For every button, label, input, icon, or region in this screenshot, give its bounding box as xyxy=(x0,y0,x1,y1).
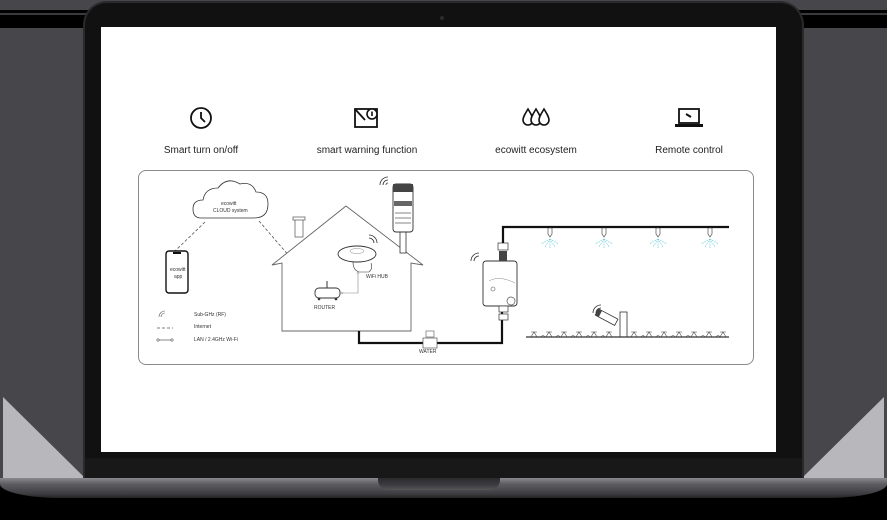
phone-label-1: ecowitt xyxy=(170,267,186,273)
diagram-graphics xyxy=(156,176,729,349)
feature-label: ecowitt ecosystem xyxy=(495,145,577,156)
laptop-bezel: Smart turn on/off smart warning function… xyxy=(85,3,802,481)
laptop-chin xyxy=(85,458,802,481)
laptop-screen: Smart turn on/off smart warning function… xyxy=(101,27,776,452)
feature-label: smart warning function xyxy=(316,145,418,156)
laptop-notch xyxy=(378,478,500,490)
clock-icon xyxy=(121,105,281,131)
feature-smart-turn: Smart turn on/off xyxy=(121,105,281,156)
feature-smart-warning: smart warning function xyxy=(287,105,447,156)
feature-remote-control: Remote control xyxy=(609,105,769,156)
spray-nozzles xyxy=(540,227,720,248)
feature-label: Remote control xyxy=(655,145,723,156)
feature-label: Smart turn on/off xyxy=(163,145,239,156)
legend-rf: Sub-GHz (RF) xyxy=(194,312,226,318)
water-drops-icon xyxy=(456,105,616,131)
feature-row: Smart turn on/off smart warning function… xyxy=(101,105,776,165)
warning-envelope-icon xyxy=(287,105,447,131)
water-label: WATER xyxy=(419,349,437,355)
feature-ecosystem: ecowitt ecosystem xyxy=(456,105,616,156)
router-label: ROUTER xyxy=(314,305,336,311)
irrigation-diagram: ecowitt CLOUD system ecowitt app ROUTER … xyxy=(138,170,754,365)
legend-lan: LAN / 2.4GHz Wi-Fi xyxy=(194,337,238,343)
base-shadow xyxy=(0,498,887,520)
legend-internet: Internet xyxy=(194,324,211,330)
cloud-label-2: CLOUD system xyxy=(213,208,248,214)
cloud-label-1: ecowitt xyxy=(221,201,237,207)
laptop-icon xyxy=(609,105,769,131)
phone-label-2: app xyxy=(174,274,183,280)
hub-label: WiFi HUB xyxy=(366,274,388,280)
camera-icon xyxy=(440,16,444,20)
